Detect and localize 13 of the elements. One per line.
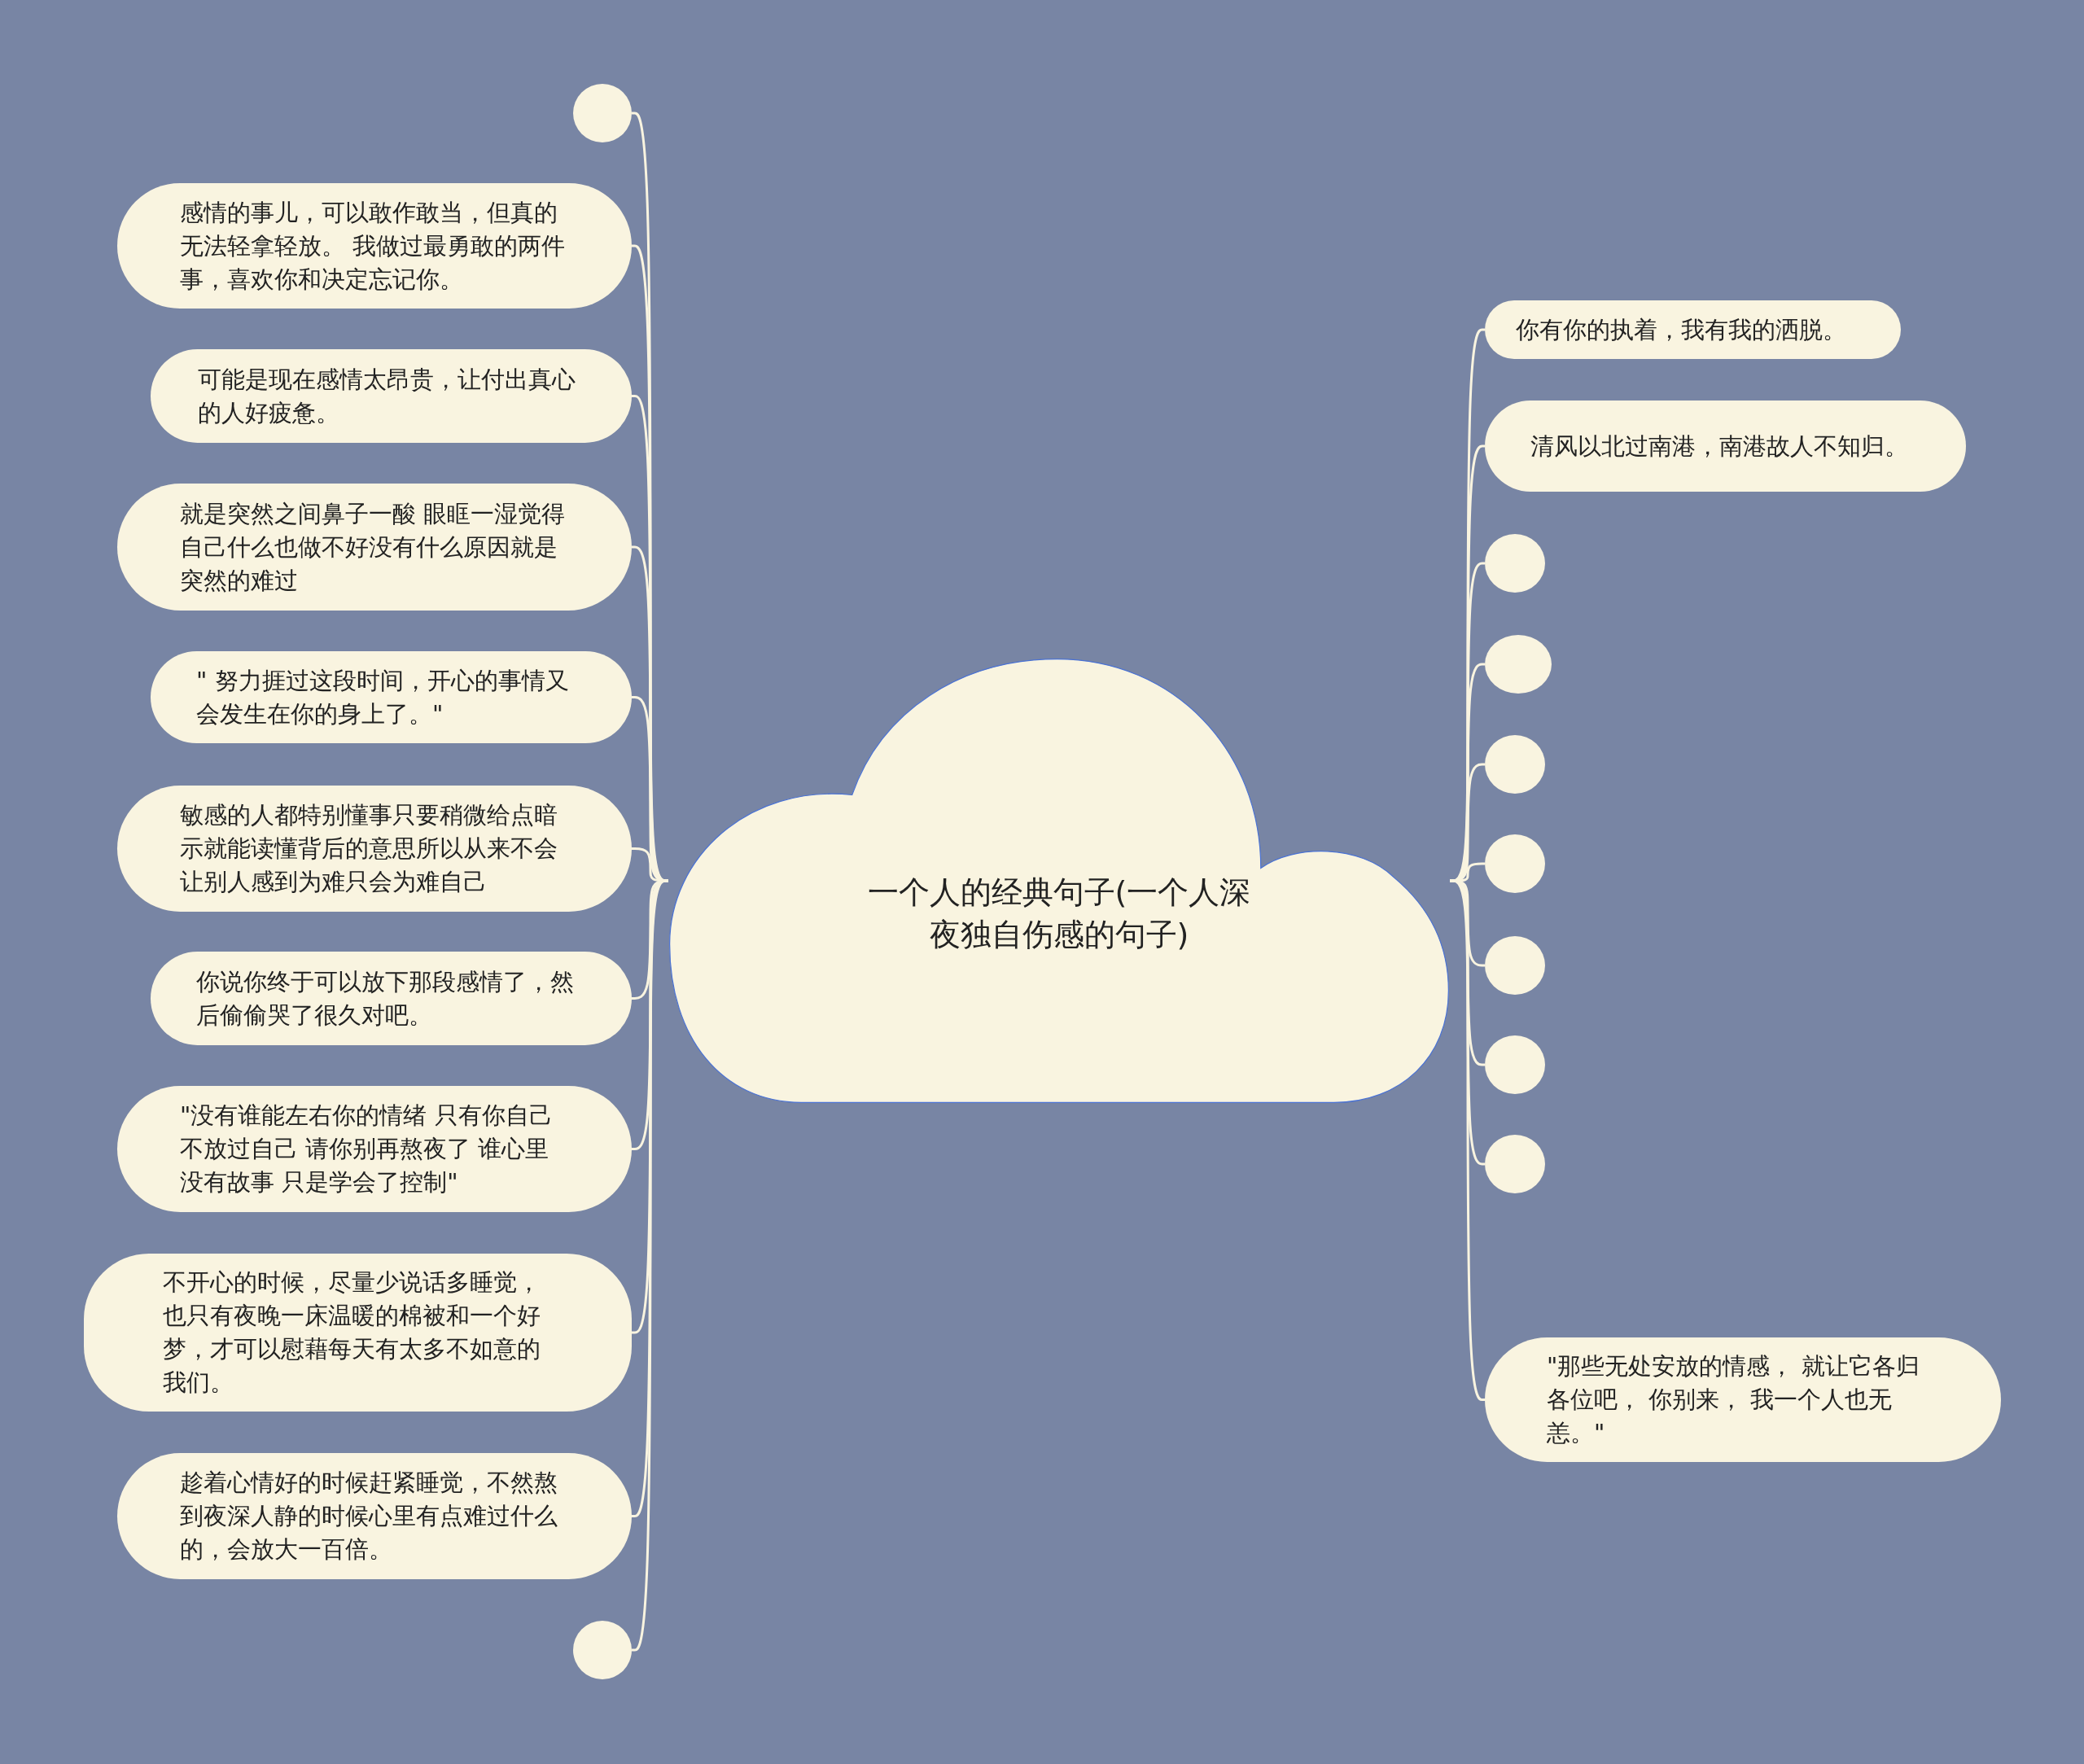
quote-text: 不开心的时候，尽量少说话多睡觉，也只有夜晚一床温暖的棉被和一个好梦，才可以慰藉每天有太多不如意的我们。: [163, 1267, 541, 1398]
quote-text: 就是突然之间鼻子一酸 眼眶一湿觉得自己什么也做不好没有什么原因就是突然的难过: [180, 498, 567, 596]
quote-text: 你说你终于可以放下那段感情了，然后偷偷哭了很久对吧。: [196, 966, 575, 1031]
quote-text: 趁着心情好的时候赶紧睡觉，不然熬到夜深人静的时候心里有点难过什么的，会放大一百倍。: [180, 1468, 558, 1565]
quote-text: " 努力捱过这段时间，开心的事情又会发生在你的身上了。": [196, 665, 570, 729]
quote-text: "那些无处安放的情感， 就让它各归各位吧， 你别来， 我一个人也无恙。": [1547, 1351, 1920, 1448]
quote-text: 你有你的执着，我有我的洒脱。: [1516, 314, 1847, 345]
quote-text: 清风以北过南港，南港故人不知归。: [1530, 431, 1909, 462]
central-topic: 一个人的经典句子(一个人深夜独自伤感的句子): [866, 873, 1252, 954]
quote-text: "没有谁能左右你的情绪 只有你自己不放过自己 请你别再熬夜了 谁心里没有故事 只是学会了控制": [180, 1101, 554, 1197]
quote-text: 敏感的人都特别懂事只要稍微给点暗示就能读懂背后的意思所以从来不会让别人感到为难只会为难自己: [180, 800, 558, 897]
quote-text: 可能是现在感情太昂贵，让付出真心的人好疲惫。: [198, 364, 576, 428]
quote-text: 感情的事儿，可以敢作敢当，但真的无法轻拿轻放。 我做过最勇敢的两件事，喜欢你和决定忘记你。: [180, 197, 567, 295]
